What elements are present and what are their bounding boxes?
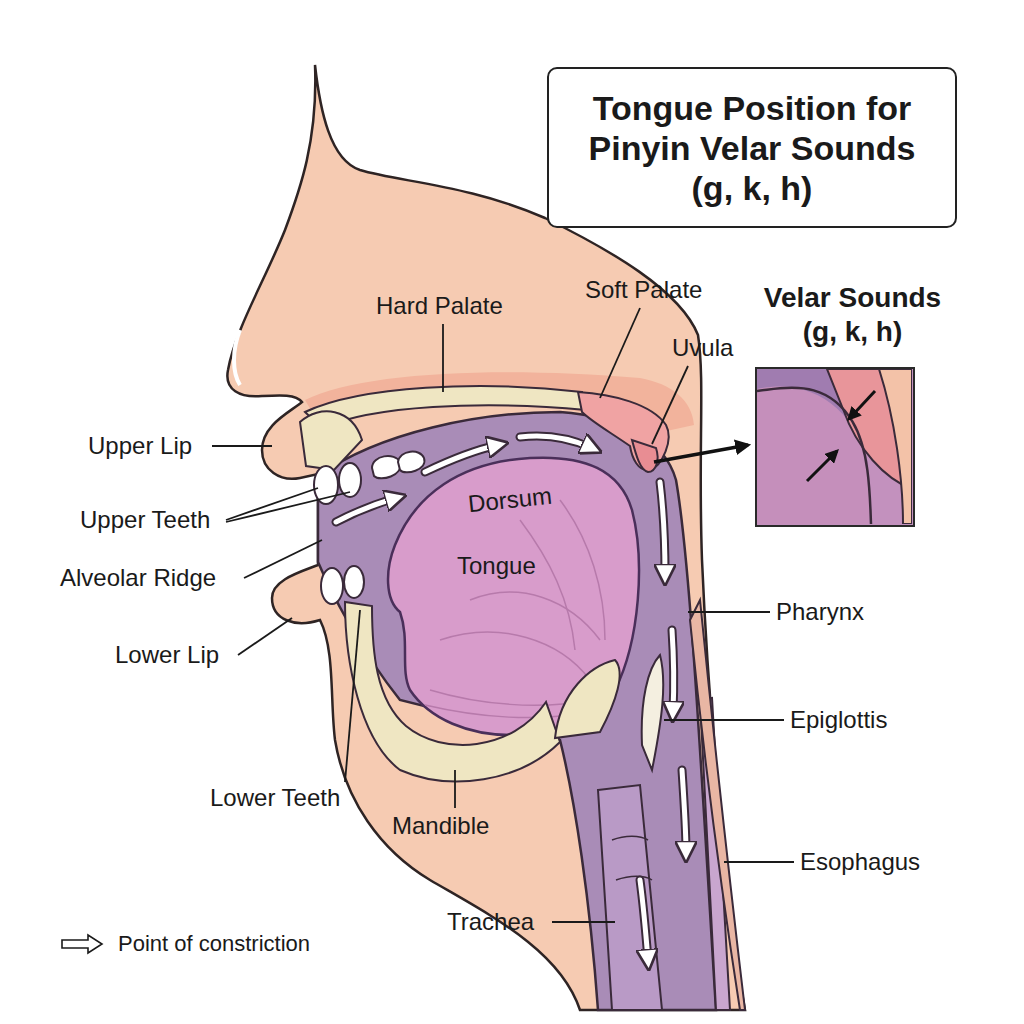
nostril-line (234, 330, 240, 385)
part-label: Hard Palate (376, 292, 503, 320)
maxilla-bone (300, 411, 362, 470)
leader-lines (212, 308, 794, 922)
inset-view: Velar Sounds (g, k, h) (745, 281, 960, 349)
part-label: Dorsum (467, 482, 553, 519)
inset-box (755, 367, 915, 527)
mandible-bone (345, 602, 560, 781)
part-label: Lower Lip (115, 641, 219, 669)
constriction-arrow (807, 451, 837, 481)
part-label: Pharynx (776, 598, 864, 626)
title: Tongue Position for Pinyin Velar Sounds … (575, 88, 929, 208)
pharynx-wall (690, 600, 745, 1010)
constriction-arrow (849, 391, 875, 419)
hyoid-bone (555, 660, 620, 738)
inset-heading: Velar Sounds (g, k, h) (750, 281, 955, 349)
inset-art (757, 369, 912, 524)
part-label: Lower Teeth (210, 784, 340, 812)
part-label: Upper Teeth (80, 506, 210, 534)
part-label: Trachea (447, 908, 534, 936)
uvula (632, 440, 658, 472)
legend-entry: Point of constriction (60, 930, 310, 958)
trachea (598, 785, 662, 1010)
part-label: Esophagus (800, 848, 920, 876)
epiglottis (642, 655, 664, 770)
part-label: Uvula (672, 334, 733, 362)
inset-tongue-outline (757, 388, 871, 524)
trachea-rings (612, 836, 652, 880)
part-label: Alveolar Ridge (60, 564, 216, 592)
teeth (314, 452, 424, 604)
part-label: Tongue (457, 552, 536, 580)
part-label: Epiglottis (790, 706, 887, 734)
airflow-arrows (336, 436, 686, 960)
inset-pointer (654, 445, 748, 462)
part-label: Mandible (392, 812, 489, 840)
legend-symbol (60, 932, 106, 956)
title-box: Tongue Position for Pinyin Velar Sounds … (547, 67, 957, 228)
inset-wall (879, 369, 912, 524)
part-label: Upper Lip (88, 432, 192, 460)
part-label: Soft Palate (585, 276, 702, 304)
oral-cavity (318, 412, 716, 1010)
legend-label: Point of constriction (118, 930, 310, 958)
